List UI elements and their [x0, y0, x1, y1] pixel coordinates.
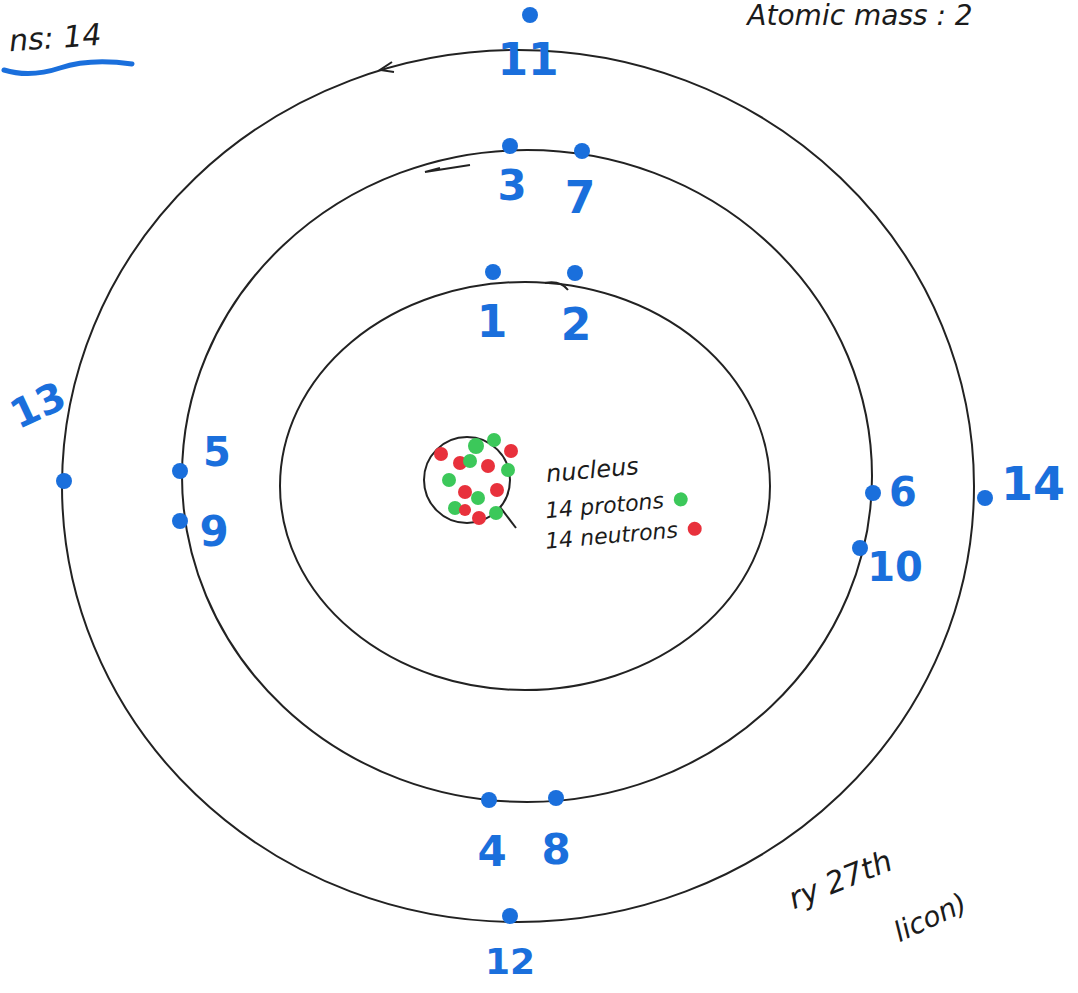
callout-number: 4: [477, 831, 506, 873]
callout-number: 7: [565, 176, 596, 220]
legend-text: 14 neutrons: [544, 519, 678, 553]
callout-number: 11: [497, 38, 558, 82]
electrons: [56, 7, 993, 924]
callout-number: 12: [485, 944, 535, 980]
legend-row: 14 protons: [544, 488, 688, 522]
direction-mark: [545, 282, 568, 290]
callout-number: 2: [561, 303, 592, 347]
callout-number: 10: [867, 547, 923, 587]
inner-shell: [280, 282, 770, 690]
legend-text: 14 protons: [544, 490, 664, 522]
direction-mark: [425, 165, 470, 172]
callout-number: 3: [497, 165, 526, 207]
note-text: ry 27th: [784, 846, 896, 914]
note-text: Atomic mass : 2: [747, 2, 972, 30]
nucleus-circle: [424, 437, 510, 523]
callout-number: 9: [199, 511, 228, 553]
callout-number: 6: [889, 472, 917, 512]
legend-swatch: [687, 521, 702, 536]
callout-number: 5: [203, 432, 231, 472]
leader-line: [500, 507, 516, 528]
part-name: nucleus: [545, 454, 640, 486]
nucleons: [434, 433, 518, 525]
legend-row: 14 neutrons: [544, 517, 702, 553]
callout-number: 13: [4, 375, 71, 435]
callout-number: 14: [1001, 461, 1065, 507]
underline: [4, 62, 132, 74]
legend-swatch: [673, 492, 688, 507]
callout-number: 1: [477, 300, 508, 344]
outer-shell: [62, 50, 974, 922]
note-text: licon): [889, 889, 970, 947]
callout-number: 8: [541, 829, 570, 871]
direction-mark: [380, 62, 394, 72]
middle-shell: [182, 150, 872, 802]
note-text: ns: 14: [8, 20, 102, 56]
